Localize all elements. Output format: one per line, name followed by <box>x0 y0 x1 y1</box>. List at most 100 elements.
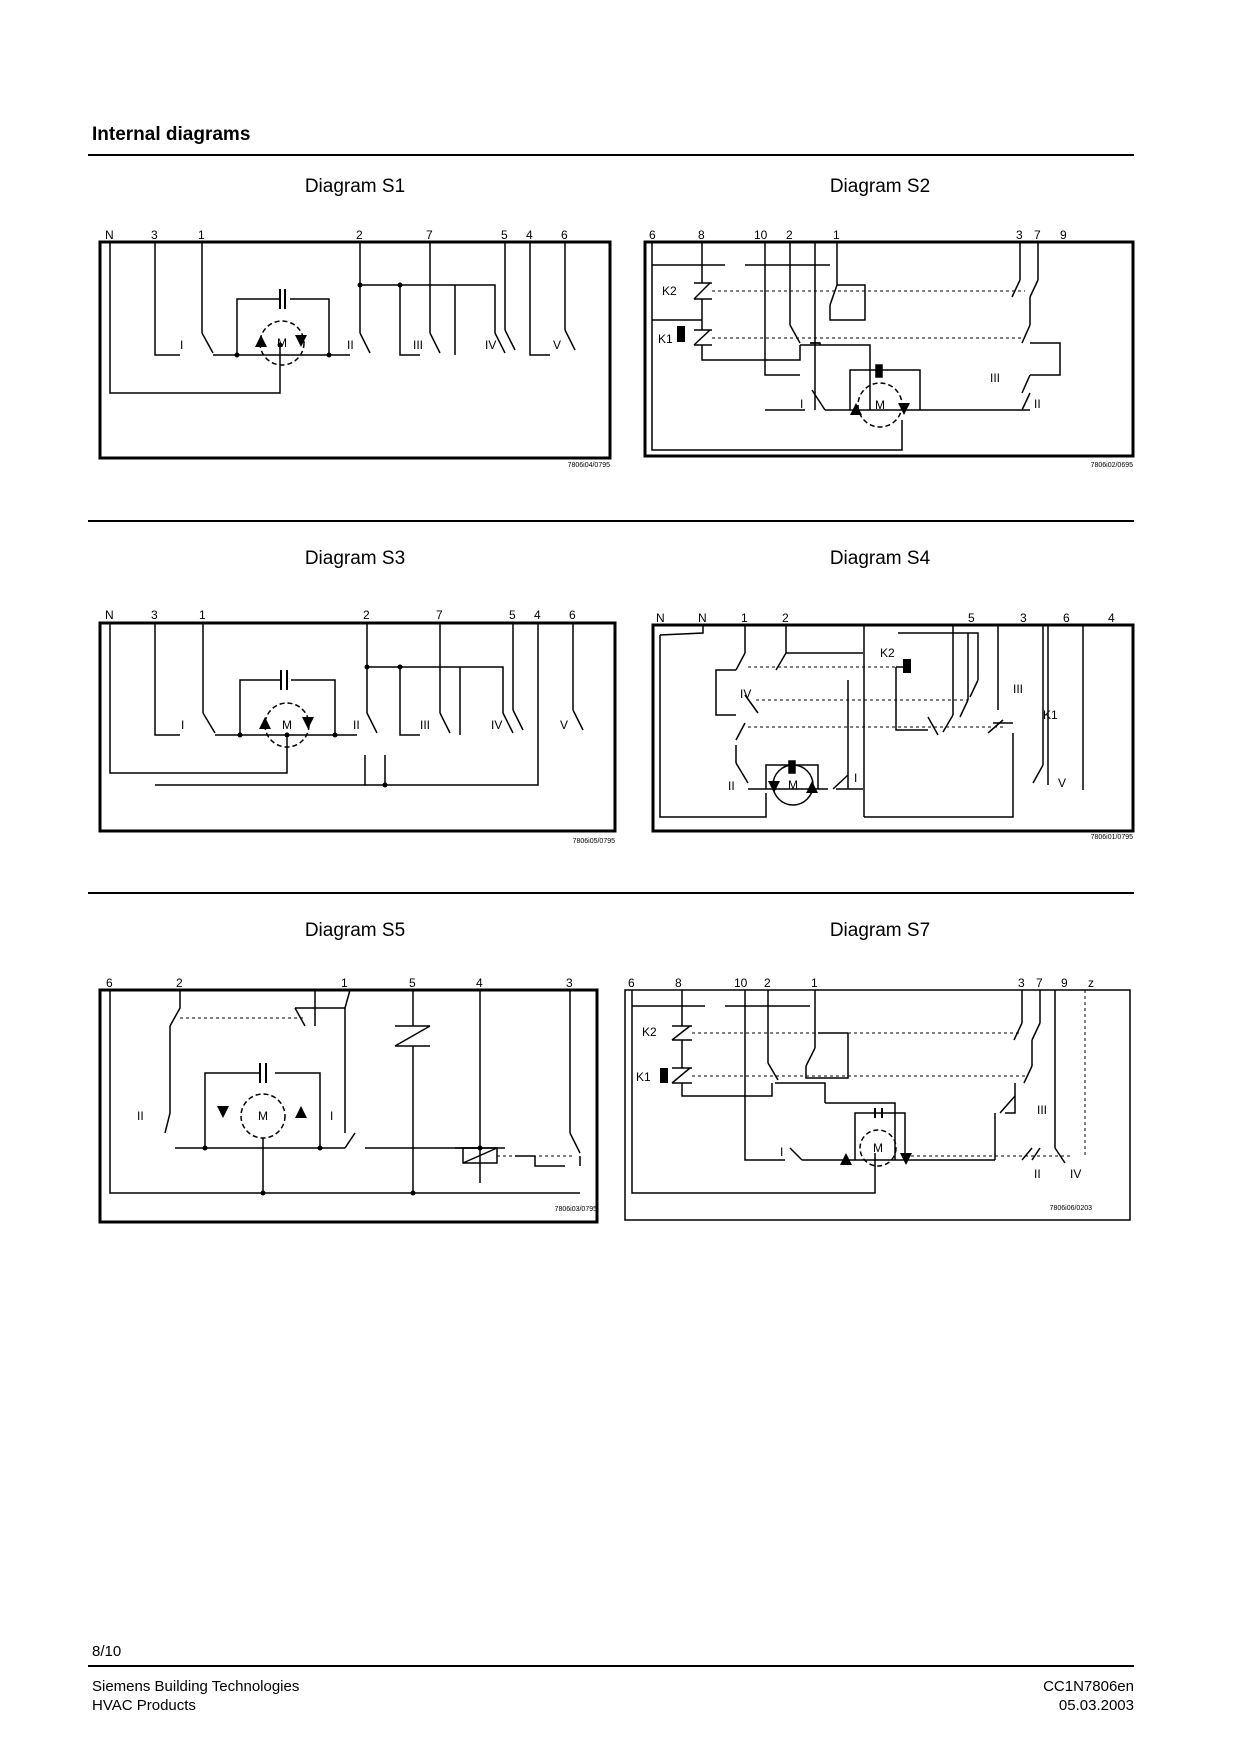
s7-terminal-3: 3 <box>1018 976 1025 990</box>
diagram-s4-title: Diagram S4 <box>829 548 931 569</box>
s2-switch-iii: III <box>990 371 1000 385</box>
s4-terminal-n1: N <box>656 611 665 625</box>
s4-relay-k2: K2 <box>880 646 895 660</box>
s4-terminal-4: 4 <box>1108 611 1115 625</box>
s3-terminal-2: 2 <box>363 608 370 622</box>
s4-terminal-6: 6 <box>1063 611 1070 625</box>
page-heading: Internal diagrams <box>92 124 251 145</box>
footer-doc-id: CC1N7806en <box>1043 1678 1134 1695</box>
diagram-s5: 6 2 1 5 4 3 I II M 7806i03/0795 <box>98 976 599 1224</box>
s3-code: 7806i05/0795 <box>573 838 616 845</box>
s1-terminal-1: 1 <box>198 228 205 242</box>
s5-terminal-1: 1 <box>341 976 348 990</box>
s1-terminal-2: 2 <box>356 228 363 242</box>
s7-terminal-10: 10 <box>734 976 748 990</box>
s3-terminal-3: 3 <box>151 608 158 622</box>
footer-date: 05.03.2003 <box>1058 1697 1134 1714</box>
s4-switch-ii: II <box>728 779 735 793</box>
s1-switch-i: I <box>180 338 183 352</box>
s2-terminal-3: 3 <box>1016 228 1023 242</box>
s1-terminal-5: 5 <box>501 228 508 242</box>
s7-terminal-6: 6 <box>628 976 635 990</box>
s7-terminal-9: 9 <box>1061 976 1068 990</box>
s4-terminal-2: 2 <box>782 611 789 625</box>
s5-switch-i: I <box>330 1109 333 1123</box>
s1-terminal-6: 6 <box>561 228 568 242</box>
s5-terminal-4: 4 <box>476 976 483 990</box>
s1-code: 7806i04/0795 <box>568 462 611 469</box>
s3-terminal-5: 5 <box>509 608 516 622</box>
s7-relay-k2: K2 <box>642 1025 657 1039</box>
footer-division: HVAC Products <box>92 1697 196 1714</box>
s3-switch-i: I <box>181 718 184 732</box>
section-rule-1 <box>88 520 1134 522</box>
s3-switch-ii: II <box>353 718 360 732</box>
diagram-s1: N 3 1 2 7 5 4 6 I II III IV V M 7806i04/… <box>98 228 612 469</box>
section-rule-2 <box>88 892 1134 894</box>
diagram-s2-title: Diagram S2 <box>829 176 931 197</box>
page-number: 8/10 <box>92 1643 122 1660</box>
s7-switch-iii: III <box>1037 1103 1047 1117</box>
s5-code: 7806i03/0795 <box>555 1206 598 1213</box>
s5-terminal-3: 3 <box>566 976 573 990</box>
s7-terminal-7: 7 <box>1036 976 1043 990</box>
s3-terminal-4: 4 <box>534 608 541 622</box>
s2-terminal-6: 6 <box>649 228 656 242</box>
s4-switch-iv: IV <box>740 687 751 701</box>
s1-switch-iii: III <box>413 338 423 352</box>
s3-terminal-7: 7 <box>436 608 443 622</box>
s5-terminal-6: 6 <box>106 976 113 990</box>
s7-terminal-8: 8 <box>675 976 682 990</box>
s1-switch-v: V <box>553 338 561 352</box>
s3-terminal-1: 1 <box>199 608 206 622</box>
diagram-s2: 6 8 10 2 1 3 7 9 K2 K1 I II III M 7806i0… <box>643 228 1135 469</box>
s3-switch-iii: III <box>420 718 430 732</box>
footer-right: CC1N7806en 05.03.2003 <box>1043 1677 1134 1715</box>
diagram-s3: N 3 1 2 7 5 4 6 I II III IV V M 7806i05/… <box>98 608 617 845</box>
s5-terminal-5: 5 <box>409 976 416 990</box>
s2-terminal-8: 8 <box>698 228 705 242</box>
footer-rule <box>88 1665 1134 1667</box>
s2-terminal-10: 10 <box>754 228 768 242</box>
s1-terminal-3: 3 <box>151 228 158 242</box>
s7-switch-ii: II <box>1034 1167 1041 1181</box>
s7-terminal-2: 2 <box>764 976 771 990</box>
s3-switch-v: V <box>560 718 568 732</box>
diagram-s5-title: Diagram S5 <box>304 920 406 941</box>
s4-switch-iii: III <box>1013 682 1023 696</box>
s4-terminal-5: 5 <box>968 611 975 625</box>
s4-terminal-3: 3 <box>1020 611 1027 625</box>
s2-motor: M <box>875 398 885 412</box>
s3-terminal-6: 6 <box>569 608 576 622</box>
diagram-s7-title: Diagram S7 <box>829 920 931 941</box>
s1-terminal-4: 4 <box>526 228 533 242</box>
s7-terminal-1: 1 <box>811 976 818 990</box>
s1-terminal-n: N <box>105 228 114 242</box>
s2-terminal-7: 7 <box>1034 228 1041 242</box>
s3-switch-iv: IV <box>491 718 502 732</box>
s4-switch-i: I <box>854 771 857 785</box>
s2-terminal-2: 2 <box>786 228 793 242</box>
s2-relay-k2: K2 <box>662 284 677 298</box>
diagram-s1-title: Diagram S1 <box>304 176 406 197</box>
diagram-s7: 6 8 10 2 1 3 7 9 z K2 K1 I II III IV M 7… <box>624 976 1131 1221</box>
s5-terminal-2: 2 <box>176 976 183 990</box>
s4-terminal-1: 1 <box>741 611 748 625</box>
heading-rule <box>88 154 1134 156</box>
s3-terminal-n: N <box>105 608 114 622</box>
s4-relay-k1: K1 <box>1043 708 1058 722</box>
s1-terminal-7: 7 <box>426 228 433 242</box>
s5-switch-ii: II <box>137 1109 144 1123</box>
s7-switch-iv: IV <box>1070 1167 1081 1181</box>
footer-company: Siemens Building Technologies <box>92 1678 300 1695</box>
s2-relay-k1: K1 <box>658 332 673 346</box>
s1-switch-ii: II <box>347 338 354 352</box>
s4-motor: M <box>788 778 798 792</box>
diagram-s4: N N 1 2 5 3 6 4 K2 K1 I II III IV V M 78… <box>651 611 1135 841</box>
s1-switch-iv: IV <box>485 338 496 352</box>
s1-motor: M <box>277 336 287 350</box>
s2-switch-i: I <box>800 397 803 411</box>
s7-code: 7806i06/0203 <box>1050 1205 1093 1212</box>
s2-terminal-9: 9 <box>1060 228 1067 242</box>
s7-switch-i: I <box>780 1145 783 1159</box>
